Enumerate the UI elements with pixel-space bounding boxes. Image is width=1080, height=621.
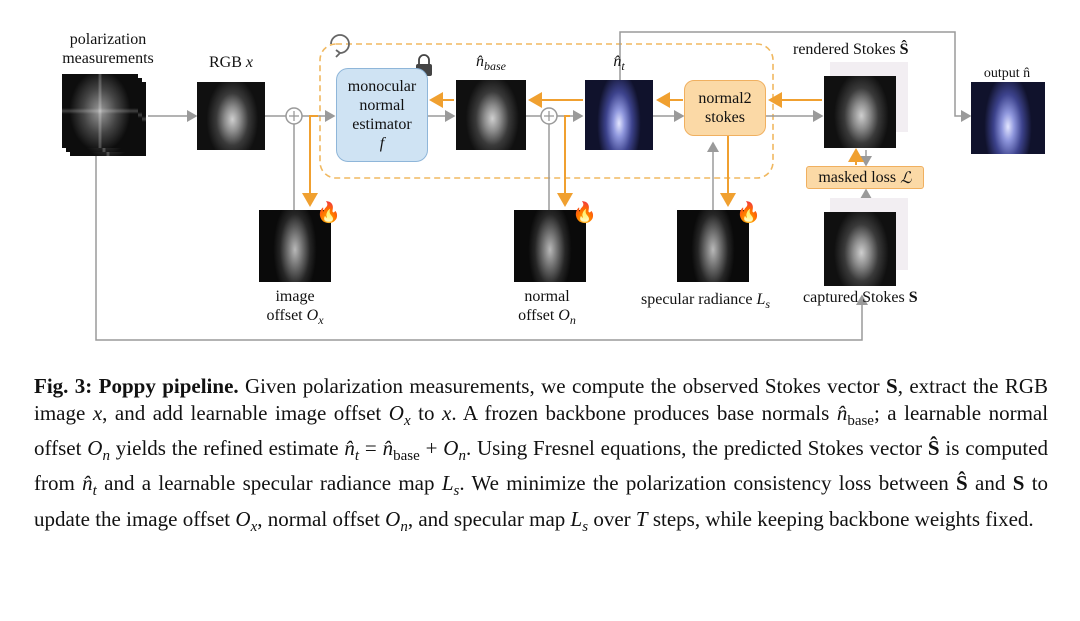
plus-circle-icon: [540, 107, 558, 125]
image-offset-thumb: [259, 210, 331, 282]
output-normal-thumb: [971, 82, 1045, 154]
masked-loss-node: masked loss ℒ: [806, 166, 924, 189]
rendered-stokes-label: rendered Stokes Ŝ: [793, 41, 909, 58]
normal-offset-label: normal offset On: [518, 288, 576, 328]
rgb-label: RGB x: [208, 54, 253, 71]
arrow-pol-to-captured: [95, 150, 868, 341]
monocular-normal-estimator: monocular normal estimator f: [336, 68, 428, 162]
arrow-nt-to-output: [619, 31, 972, 122]
plus-circle-icon: [285, 107, 303, 125]
optimization-region: [319, 43, 774, 179]
specular-radiance-label: specular radiance Ls: [641, 291, 771, 312]
captured-stokes-thumb: [824, 212, 896, 286]
grad-to-normal-offset: [557, 115, 573, 207]
polarization-thumb: [62, 74, 138, 148]
specular-radiance-thumb: [677, 210, 749, 282]
image-offset-label: image offset Ox: [266, 288, 324, 328]
rgb-thumb: [197, 82, 265, 150]
captured-stokes-label: captured Stokes S: [803, 289, 918, 306]
nt-label: n̂t: [613, 53, 625, 74]
refresh-icon: [330, 34, 350, 58]
normal2stokes-node: normal2 stokes: [684, 80, 766, 136]
normal-offset-thumb: [514, 210, 586, 282]
polarization-label: polarization measurements: [62, 31, 154, 67]
rendered-stokes-thumb: [824, 76, 896, 148]
fire-icon: 🔥: [572, 202, 597, 224]
fire-icon: 🔥: [316, 202, 341, 224]
figure-caption: Fig. 3: Poppy pipeline. Given polarizati…: [34, 374, 1049, 535]
grad-to-image-offset: [302, 115, 318, 207]
nt-thumb: [585, 80, 653, 150]
nbase-label: n̂base: [476, 53, 506, 74]
output-normal-label: output n̂: [983, 66, 1031, 81]
fire-icon: 🔥: [736, 202, 761, 224]
nbase-thumb: [456, 80, 526, 150]
